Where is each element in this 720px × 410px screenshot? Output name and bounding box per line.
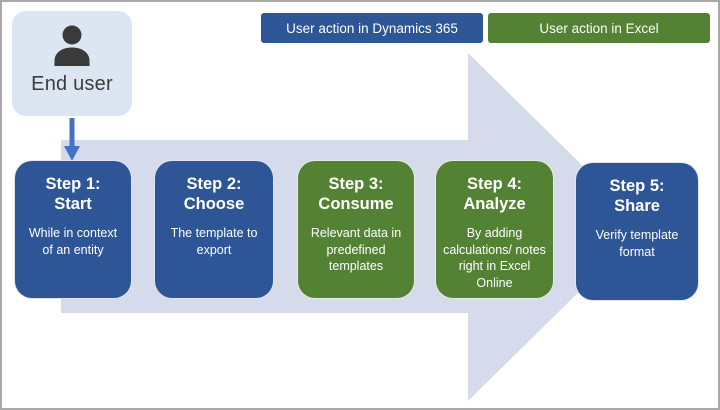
step-4-title: Step 4: Analyze (443, 174, 546, 214)
step-2-action: Choose (183, 195, 245, 214)
step-1-title: Step 1: Start (22, 174, 124, 214)
legend-dynamics-label: User action in Dynamics 365 (286, 20, 458, 36)
step-2-title: Step 2: Choose (162, 174, 266, 214)
step-card-3: Step 3: Consume Relevant data in predefi… (297, 160, 415, 299)
end-user-label: End user (31, 73, 113, 95)
step-5-title: Step 5: Share (583, 176, 691, 216)
step-2-number: Step 2: (186, 175, 242, 193)
legend-excel-label: User action in Excel (539, 20, 659, 36)
legend-excel-chip: User action in Excel (488, 13, 710, 43)
step-2-description: The template to export (170, 226, 258, 257)
step-card-4: Step 4: Analyze By adding calculations/ … (435, 160, 554, 299)
step-1-number: Step 1: (45, 175, 101, 193)
step-4-description: By adding calculations/ notes right in E… (443, 226, 546, 290)
step-3-number: Step 3: (328, 175, 384, 193)
down-arrow-icon (64, 118, 80, 161)
step-3-action: Consume (318, 195, 394, 214)
end-user-card: End user (12, 11, 132, 116)
person-icon (54, 25, 90, 66)
step-5-description: Verify template format (595, 228, 679, 259)
legend-dynamics-chip: User action in Dynamics 365 (261, 13, 483, 43)
step-4-number: Step 4: (466, 175, 522, 193)
step-4-action: Analyze (463, 195, 526, 214)
step-card-5: Step 5: Share Verify template format (575, 162, 699, 301)
step-3-description: Relevant data in predefined templates (310, 226, 402, 274)
step-card-1: Step 1: Start While in context of an ent… (14, 160, 132, 299)
step-5-number: Step 5: (609, 177, 665, 195)
step-1-description: While in context of an entity (28, 226, 118, 257)
step-1-action: Start (54, 195, 92, 214)
step-card-2: Step 2: Choose The template to export (154, 160, 274, 299)
step-3-title: Step 3: Consume (305, 174, 407, 214)
step-5-action: Share (614, 197, 660, 216)
